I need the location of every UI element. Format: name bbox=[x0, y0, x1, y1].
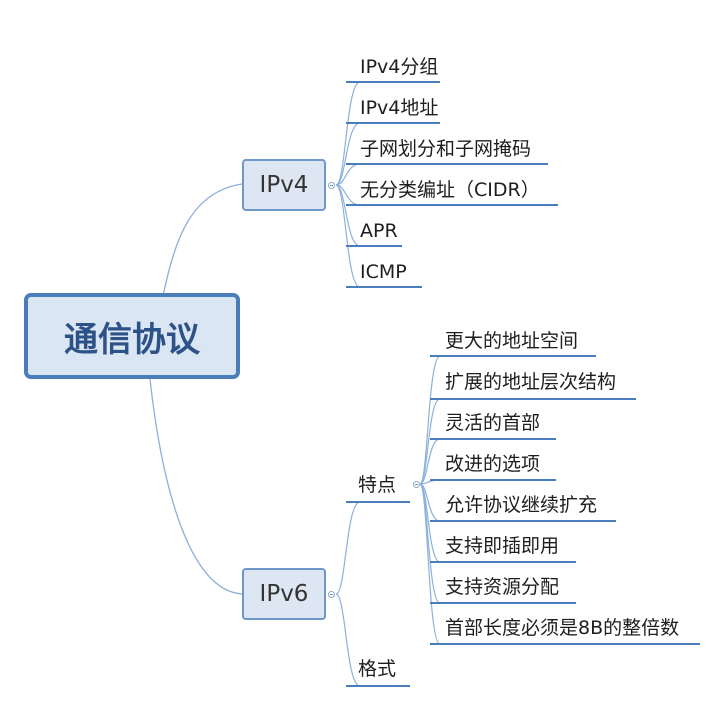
ipv6-underlines bbox=[346, 501, 410, 687]
ipv4-item-cidr[interactable]: 无分类编址（CIDR） bbox=[360, 179, 540, 201]
ipv4-item-icmp[interactable]: ICMP bbox=[360, 261, 407, 283]
collapse-toggle-icon[interactable] bbox=[328, 182, 335, 189]
collapse-toggle-icon[interactable] bbox=[328, 591, 335, 598]
collapse-toggle-icon[interactable] bbox=[413, 481, 420, 488]
ipv6-connectors bbox=[335, 501, 361, 687]
root-to-ipv6-curve bbox=[149, 378, 243, 595]
ipv4-underlines bbox=[346, 81, 558, 288]
ipv4-item-subnetting[interactable]: 子网划分和子网掩码 bbox=[360, 138, 532, 160]
feature-item-plug-and-play[interactable]: 支持即插即用 bbox=[445, 535, 560, 557]
branch-ipv4[interactable]: IPv4 bbox=[242, 159, 326, 211]
branch-ipv6[interactable]: IPv6 bbox=[242, 568, 326, 620]
ipv4-item-ipv4-address[interactable]: IPv4地址 bbox=[360, 97, 439, 119]
root-to-ipv4-curve bbox=[162, 183, 243, 297]
feature-item-flexible-header[interactable]: 灵活的首部 bbox=[445, 412, 541, 434]
root-topic[interactable]: 通信协议 bbox=[24, 293, 240, 379]
ipv4-connectors bbox=[335, 81, 361, 288]
feature-item-header-length[interactable]: 首部长度必须是8B的整倍数 bbox=[445, 617, 680, 639]
feature-item-improved-options[interactable]: 改进的选项 bbox=[445, 453, 541, 475]
feature-item-extensibility[interactable]: 允许协议继续扩充 bbox=[445, 494, 598, 516]
feature-item-larger-address-space[interactable]: 更大的地址空间 bbox=[445, 330, 579, 352]
feature-item-resource-allocation[interactable]: 支持资源分配 bbox=[445, 576, 560, 598]
features-underlines bbox=[430, 355, 700, 645]
ipv4-item-ipv4-packet[interactable]: IPv4分组 bbox=[360, 56, 439, 78]
ipv4-item-apr[interactable]: APR bbox=[360, 220, 398, 242]
feature-item-extended-hierarchy[interactable]: 扩展的地址层次结构 bbox=[445, 371, 617, 393]
ipv6-features-topic[interactable]: 特点 bbox=[358, 474, 397, 496]
ipv6-format-topic[interactable]: 格式 bbox=[358, 658, 397, 680]
